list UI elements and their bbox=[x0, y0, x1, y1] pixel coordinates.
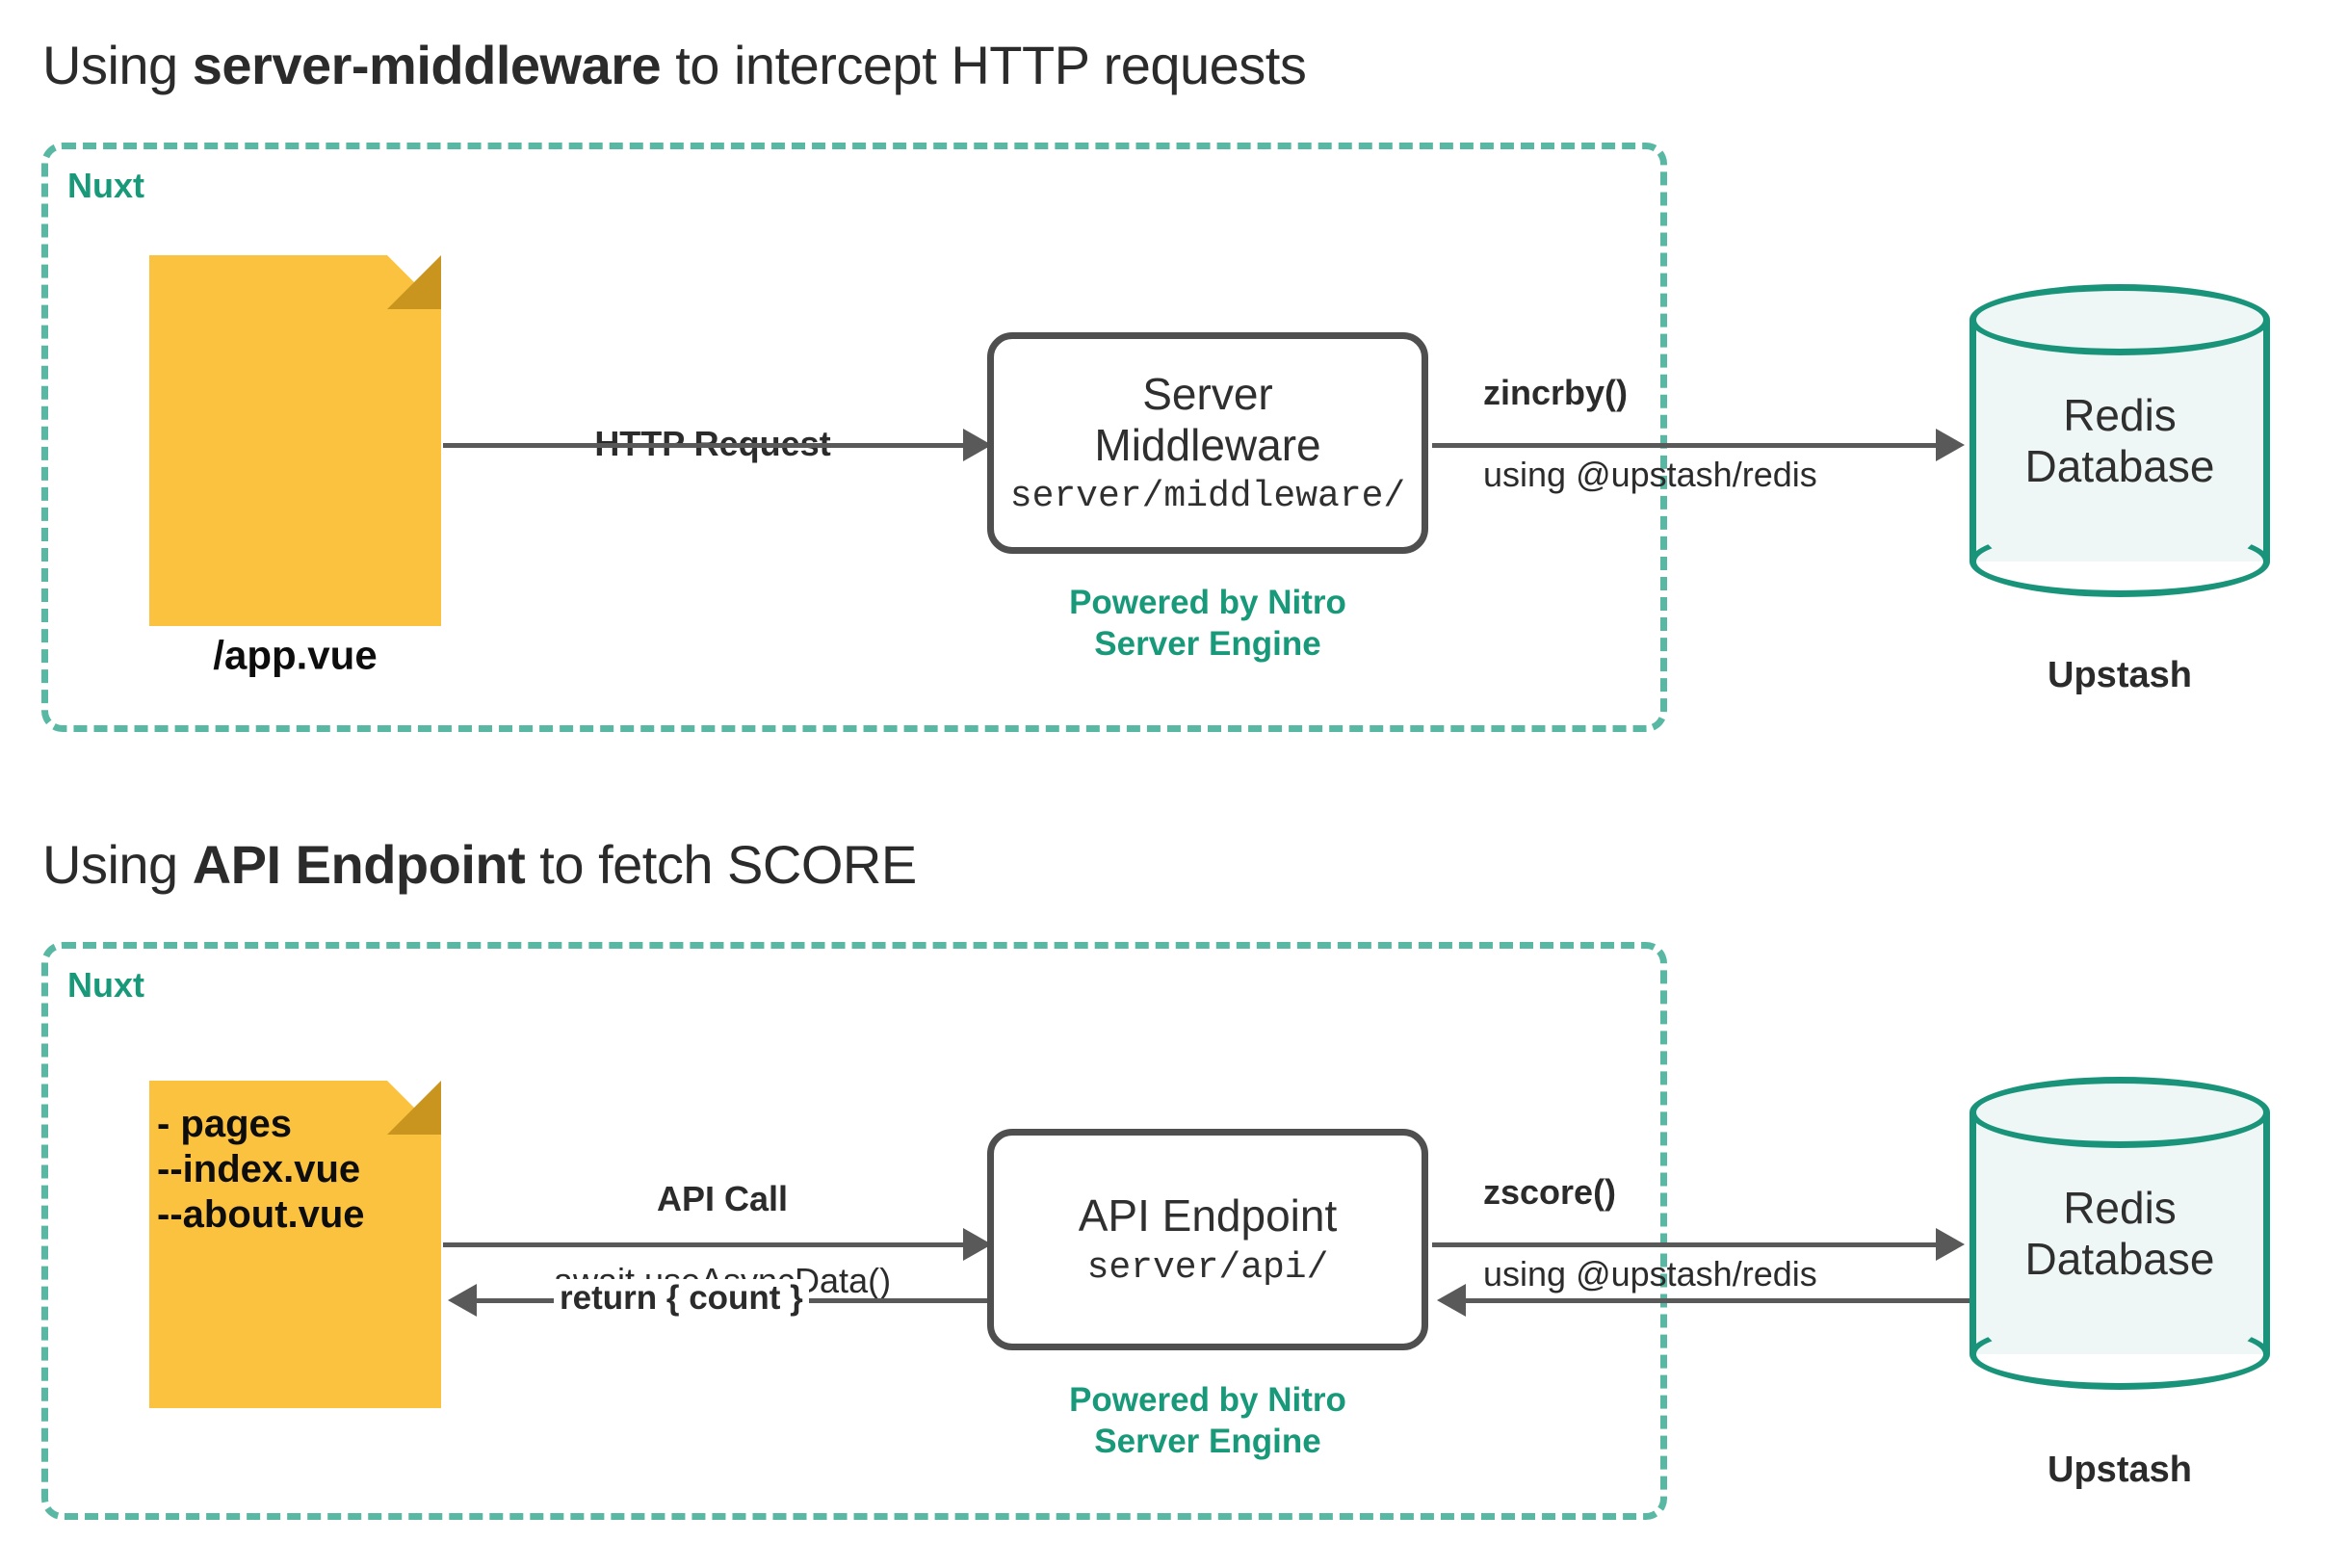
nuxt-container-2-label: Nuxt bbox=[67, 965, 144, 1005]
section-2-title-suffix: to fetch SCORE bbox=[525, 834, 917, 895]
section-1-title: Using server-middleware to intercept HTT… bbox=[42, 34, 1307, 96]
nuxt-container-2 bbox=[41, 942, 1667, 1520]
cylinder-redis-2-label: Redis Database bbox=[2024, 1183, 2215, 1285]
edge-label-return-count: return { count } bbox=[554, 1279, 809, 1318]
arrow-redis-to-api-line bbox=[1452, 1298, 1970, 1303]
section-2-title-prefix: Using bbox=[42, 834, 193, 895]
cylinder-redis-1-bottom-ellipse bbox=[1970, 526, 2270, 597]
box-api-endpoint: API Endpoint server/api/ bbox=[987, 1129, 1428, 1350]
nuxt-container-1 bbox=[41, 143, 1667, 732]
arrow-api-to-pages-head bbox=[448, 1284, 477, 1317]
edge-label-zincrby: zincrby() using @upstash/redis bbox=[1483, 332, 1945, 536]
section-1-title-prefix: Using bbox=[42, 35, 193, 95]
arrow-middleware-to-redis-line bbox=[1432, 443, 1957, 448]
box-server-middleware-title: Server Middleware bbox=[1094, 369, 1321, 470]
cylinder-redis-1: Redis Database bbox=[1970, 284, 2270, 597]
edge-label-zscore-strong: zscore() bbox=[1483, 1172, 1617, 1213]
section-2-title: Using API Endpoint to fetch SCORE bbox=[42, 833, 917, 896]
arrow-api-to-redis-head bbox=[1936, 1228, 1965, 1261]
cylinder-redis-2-body bbox=[1970, 1112, 2270, 1354]
edge-label-zscore: zscore() using @upstash/redis bbox=[1483, 1132, 1945, 1336]
cylinder-redis-2: Redis Database bbox=[1970, 1077, 2270, 1390]
document-pages: - pages --index.vue --about.vue bbox=[149, 1081, 441, 1408]
document-app-vue: /app.vue bbox=[149, 255, 441, 677]
box-api-endpoint-title: API Endpoint bbox=[1078, 1190, 1338, 1241]
document-2-fold-corner-icon bbox=[387, 1081, 441, 1135]
box-server-middleware: Server Middleware server/middleware/ bbox=[987, 332, 1428, 554]
arrow-api-to-redis-line bbox=[1432, 1242, 1957, 1247]
cylinder-redis-1-top-ellipse bbox=[1970, 284, 2270, 355]
document-pages-label: - pages --index.vue --about.vue bbox=[157, 1103, 365, 1237]
nitro-caption-1: Powered by Nitro Server Engine bbox=[1069, 584, 1346, 663]
edge-label-zincrby-light: using @upstash/redis bbox=[1483, 455, 1817, 495]
cylinder-redis-1-label: Redis Database bbox=[2024, 390, 2215, 492]
document-fold-corner-icon bbox=[387, 255, 441, 309]
edge-label-api-call-strong: API Call bbox=[656, 1179, 789, 1219]
nitro-caption-2: Powered by Nitro Server Engine bbox=[1069, 1381, 1346, 1460]
edge-label-zscore-light: using @upstash/redis bbox=[1483, 1254, 1817, 1294]
cylinder-redis-1-body bbox=[1970, 320, 2270, 562]
document-app-vue-label: /app.vue bbox=[213, 632, 378, 678]
section-1-title-suffix: to intercept HTTP requests bbox=[661, 35, 1307, 95]
section-1-title-bold: server-middleware bbox=[192, 35, 662, 95]
arrow-redis-to-api-head bbox=[1437, 1284, 1466, 1317]
cylinder-redis-2-caption: Upstash bbox=[2048, 1450, 2192, 1490]
arrow-app-to-middleware-line bbox=[443, 443, 987, 448]
cylinder-redis-1-caption: Upstash bbox=[2048, 655, 2192, 695]
cylinder-redis-2-top-ellipse bbox=[1970, 1077, 2270, 1148]
box-api-endpoint-path: server/api/ bbox=[1086, 1246, 1329, 1289]
arrow-pages-to-api-line bbox=[443, 1242, 987, 1247]
edge-label-zincrby-strong: zincrby() bbox=[1483, 373, 1629, 413]
box-server-middleware-path: server/middleware/ bbox=[1009, 475, 1406, 517]
section-2-title-bold: API Endpoint bbox=[192, 834, 526, 895]
arrow-middleware-to-redis-head bbox=[1936, 429, 1965, 461]
cylinder-redis-2-bottom-ellipse bbox=[1970, 1319, 2270, 1390]
nuxt-container-1-label: Nuxt bbox=[67, 166, 144, 205]
